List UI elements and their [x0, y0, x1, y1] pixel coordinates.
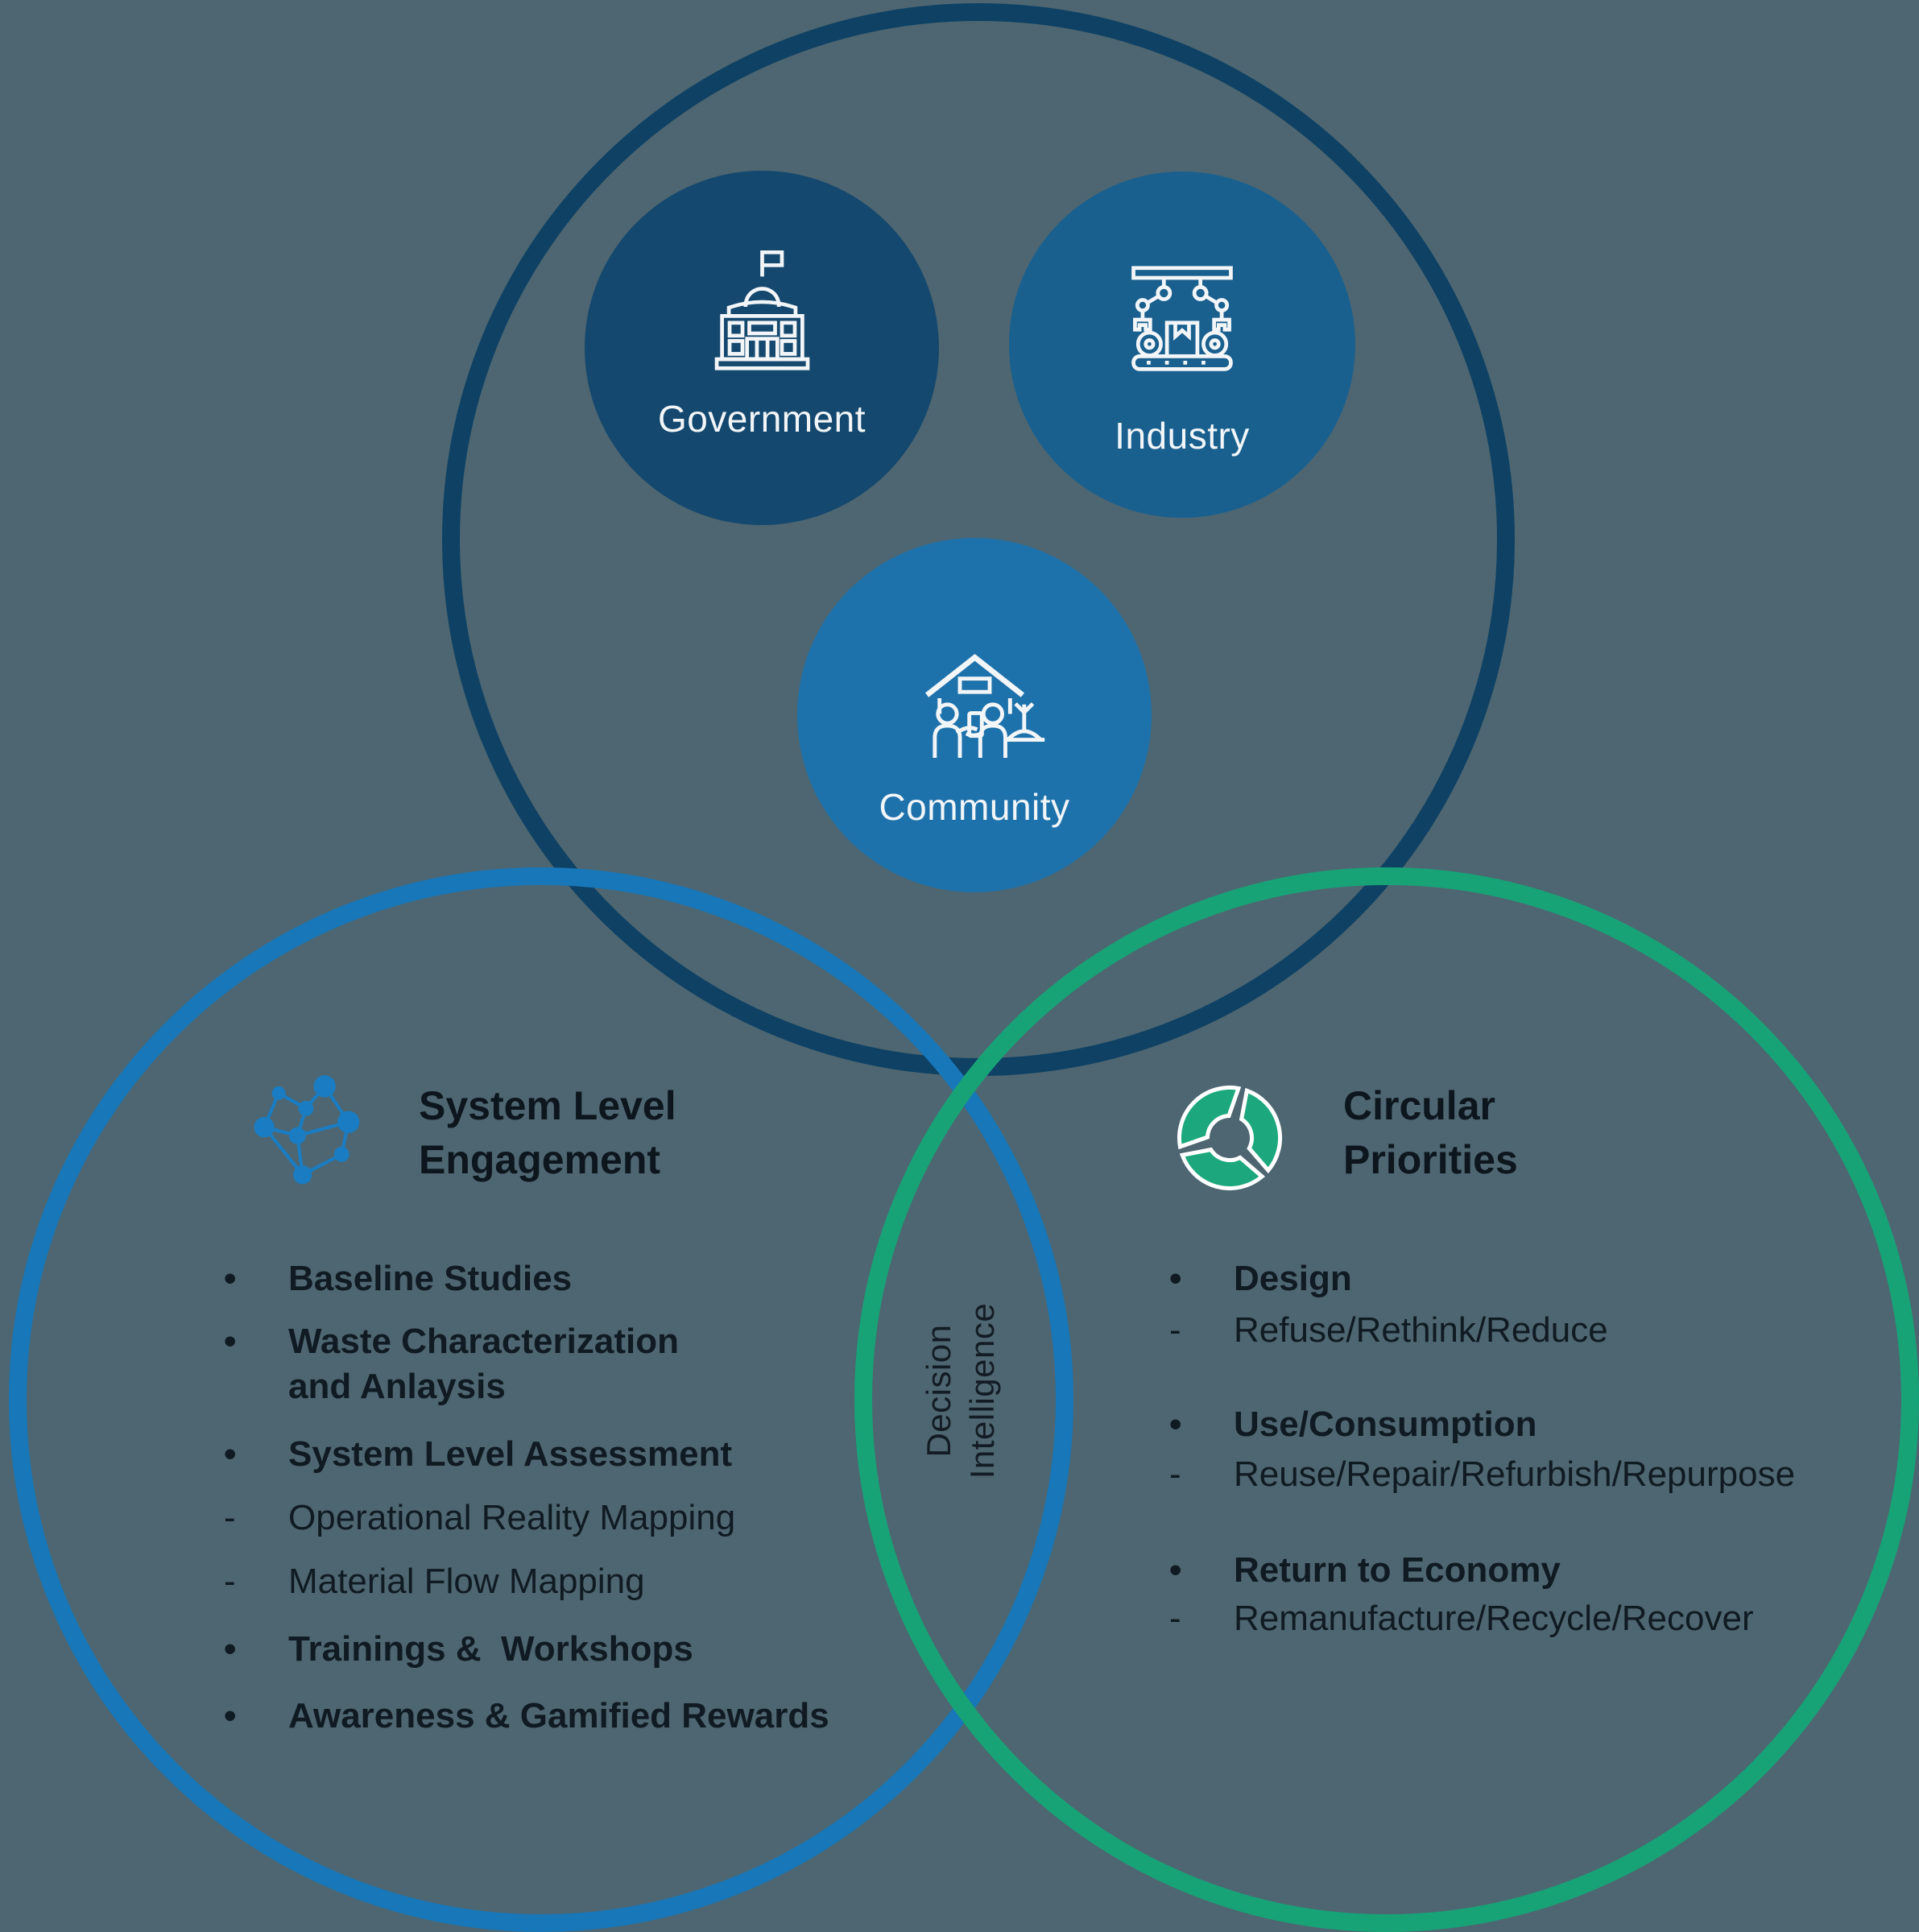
community-house-icon [900, 635, 1049, 766]
list-item-text: Use/Consumption [1234, 1405, 1537, 1444]
list-item-text: Trainings & Workshops [288, 1629, 693, 1669]
list-item: - Operational Reality Mapping [224, 1496, 852, 1541]
system-level-engagement-list: • Baseline Studies • Waste Characterizat… [224, 1256, 852, 1739]
list-item: • Use/Consumption [1169, 1402, 1910, 1447]
list-item: • Design [1169, 1256, 1910, 1301]
list-item: • Baseline Studies [224, 1256, 852, 1301]
list-item-text: Baseline Studies [288, 1259, 573, 1298]
list-item: • Awareness & Gamified Rewards [224, 1694, 852, 1739]
list-item-text: Awareness & Gamified Rewards [288, 1696, 829, 1735]
list-item-text: Material Flow Mapping [288, 1562, 645, 1601]
list-item: - Reuse/Repair/Refurbish/Repurpose [1169, 1452, 1910, 1497]
bullet-marker: • [224, 1629, 237, 1669]
list-item: - Refuse/Rethink/Reduce [1169, 1308, 1910, 1353]
circular-priorities-title: Circular Priorities [1343, 1083, 1518, 1182]
community-circle: Community [797, 538, 1152, 892]
bullet-marker: • [224, 1322, 237, 1361]
bullet-marker: • [224, 1434, 237, 1474]
bullet-marker: • [224, 1259, 237, 1298]
list-item-text: Reuse/Repair/Refurbish/Repurpose [1234, 1454, 1796, 1494]
system-level-engagement-title: System Level Engagement [419, 1083, 676, 1182]
bullet-marker: • [1169, 1405, 1182, 1444]
list-item: • Trainings & Workshops [224, 1627, 852, 1672]
list-item: - Remanufacture/Recycle/Recover [1169, 1596, 1910, 1641]
factory-automation-icon [1114, 259, 1251, 385]
dash-marker: - [1169, 1599, 1181, 1638]
list-item-text: System Level Assessment [288, 1434, 733, 1474]
list-item-text: Operational Reality Mapping [288, 1498, 736, 1537]
list-item-text: Remanufacture/Recycle/Recover [1234, 1599, 1754, 1638]
dash-marker: - [1169, 1310, 1181, 1350]
dash-marker: - [224, 1562, 236, 1601]
list-item-text: Refuse/Rethink/Reduce [1234, 1310, 1608, 1350]
bullet-marker: • [1169, 1259, 1182, 1298]
list-item-text: Return to Economy [1234, 1550, 1561, 1590]
list-item: • System Level Assessment [224, 1432, 852, 1477]
dash-marker: - [224, 1498, 236, 1537]
government-label: Government [657, 398, 866, 440]
circular-priorities-list: • Design - Refuse/Rethink/Reduce • Use/C… [1169, 1256, 1910, 1641]
list-item-text: Design [1234, 1259, 1352, 1298]
list-item-text: Waste Characterization and Anlaysis [288, 1322, 679, 1406]
bullet-marker: • [224, 1696, 237, 1735]
government-circle: Government [585, 171, 939, 525]
industry-circle: Industry [1009, 172, 1355, 518]
recycle-loop-icon [1169, 1078, 1290, 1202]
dash-marker: - [1169, 1454, 1181, 1494]
list-item: - Material Flow Mapping [224, 1559, 852, 1604]
list-item: • Waste Characterization and Anlaysis [224, 1319, 852, 1409]
network-nodes-icon [248, 1073, 367, 1198]
decision-intelligence-label: Decision Intelligence [920, 1302, 1001, 1479]
bullet-marker: • [1169, 1550, 1182, 1590]
government-building-icon [700, 243, 825, 376]
community-label: Community [879, 786, 1070, 828]
industry-label: Industry [1115, 415, 1250, 457]
list-item: • Return to Economy [1169, 1548, 1910, 1593]
